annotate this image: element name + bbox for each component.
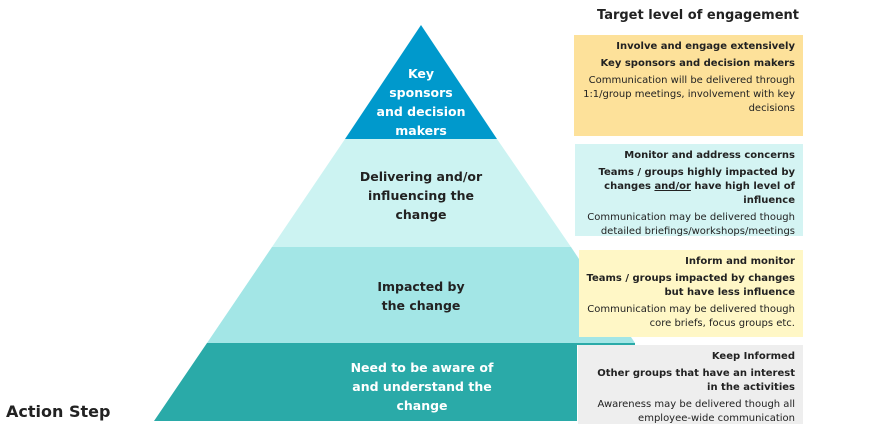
box-heading: Keep Informed: [711, 351, 795, 362]
box-subheading: Other groups that have an interest in th…: [597, 368, 795, 393]
box-description: Communication will be delivered through …: [583, 75, 795, 114]
box-subheading-underlined: and/or: [654, 181, 691, 192]
engagement-box-monitor: Monitor and address concerns Teams / gro…: [575, 144, 803, 237]
action-step-label: Action Step: [6, 402, 111, 421]
tier-1-shape: [345, 25, 497, 139]
tier-2-shape: [272, 139, 571, 247]
tier-4-label: Need to be aware of and understand the c…: [350, 360, 494, 413]
box-subheading-part: have high level of influence: [690, 181, 795, 206]
tier-3-shape: [207, 247, 635, 343]
target-engagement-heading: Target level of engagement: [597, 8, 800, 23]
tier-3-label: Impacted by the change: [377, 279, 465, 313]
box-subheading: Teams / groups highly impacted by change…: [581, 166, 796, 208]
box-description: Communication may be delivered though de…: [587, 212, 795, 237]
box-subheading: Teams / groups impacted by changes but h…: [586, 273, 795, 298]
box-description: Communication may be delivered though co…: [587, 304, 795, 329]
box-subheading-part: Teams / groups highly impacted by change…: [598, 167, 796, 192]
box-subheading: Key sponsors and decision makers: [600, 58, 795, 69]
engagement-box-involve: Involve and engage extensively Key spons…: [574, 35, 803, 136]
engagement-box-inform: Inform and monitor Teams / groups impact…: [579, 250, 803, 337]
box-heading: Involve and engage extensively: [616, 41, 795, 52]
tier-1-label: Key sponsors and decision makers: [376, 66, 466, 138]
box-description: Awareness may be delivered though all em…: [597, 399, 795, 424]
box-heading: Inform and monitor: [685, 256, 795, 267]
tier-2-label: Delivering and/or influencing the change: [359, 169, 483, 222]
box-heading: Monitor and address concerns: [624, 150, 795, 161]
engagement-box-keep-informed: Keep Informed Other groups that have an …: [578, 345, 803, 424]
tier-4-shape: [154, 343, 635, 421]
